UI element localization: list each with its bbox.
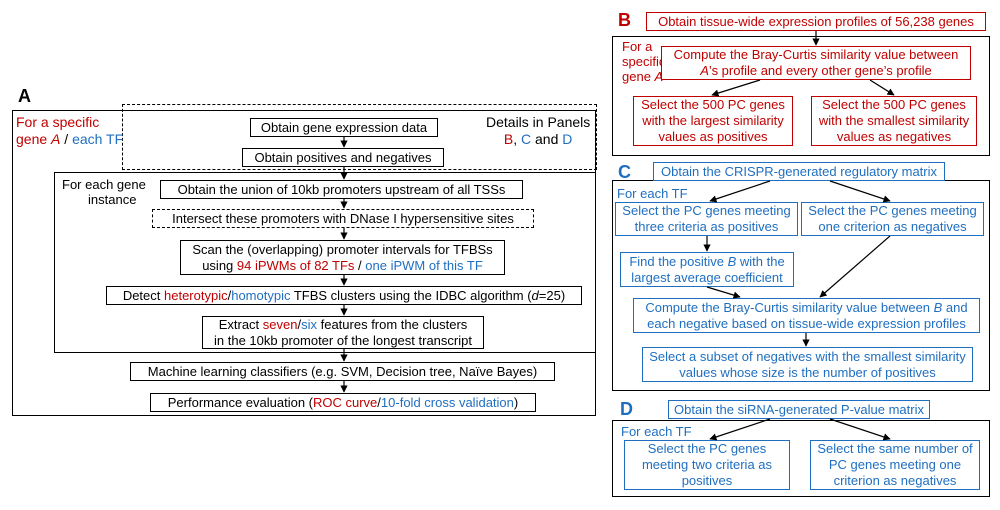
performance-box: Performance evaluation (ROC curve/10-fol… bbox=[150, 393, 536, 412]
c-find-positive-box: Find the positive B with the largest ave… bbox=[620, 252, 794, 287]
c-compute-box: Compute the Bray-Curtis similarity value… bbox=[633, 298, 980, 333]
panel-a-details-frame bbox=[122, 104, 597, 170]
panel-b-letter: B bbox=[618, 10, 631, 30]
c-crispr-matrix-box: Obtain the CRISPR-generated regulatory m… bbox=[653, 162, 945, 181]
panel-a-instance-label: For each gene instance bbox=[62, 177, 146, 207]
panel-a-instance-frame bbox=[54, 172, 596, 353]
intersect-box: Intersect these promoters with DNase I h… bbox=[152, 209, 534, 228]
b-compute-box: Compute the Bray-Curtis similarity value… bbox=[661, 46, 971, 80]
panel-c-letter: C bbox=[618, 162, 631, 182]
union-box: Obtain the union of 10kb promoters upstr… bbox=[160, 180, 523, 199]
scan-box: Scan the (overlapping) promoter interval… bbox=[180, 240, 505, 275]
panel-a-left-label-line1: For a specific bbox=[16, 114, 100, 130]
panel-b-frame bbox=[612, 36, 990, 156]
panel-d-frame bbox=[612, 420, 990, 497]
obtain-pos-neg-box: Obtain positives and negatives bbox=[242, 148, 444, 167]
panel-a-letter: A bbox=[18, 86, 31, 106]
panel-a-details-label: Details in Panels B, C and D bbox=[486, 114, 591, 147]
c-subset-box: Select a subset of negatives with the sm… bbox=[642, 347, 973, 382]
panel-d-label: For each TF bbox=[621, 424, 692, 439]
d-sirna-matrix-box: Obtain the siRNA-generated P-value matri… bbox=[668, 400, 930, 419]
ml-box: Machine learning classifiers (e.g. SVM, … bbox=[130, 362, 555, 381]
detect-box: Detect heterotypic/homotypic TFBS cluste… bbox=[106, 286, 582, 305]
obtain-expression-box: Obtain gene expression data bbox=[250, 118, 438, 137]
panel-d-letter: D bbox=[620, 399, 633, 419]
extract-box: Extract seven/six features from the clus… bbox=[202, 316, 484, 349]
panel-a-left-label: For a specific gene A / each TF bbox=[16, 114, 123, 148]
panel-b-label: For a specific gene A bbox=[622, 39, 666, 84]
panel-a-left-label-line2: gene A / each TF bbox=[16, 131, 124, 147]
panel-c-label: For each TF bbox=[617, 186, 688, 201]
b-tissue-profiles-box: Obtain tissue-wide expression profiles o… bbox=[646, 12, 986, 31]
